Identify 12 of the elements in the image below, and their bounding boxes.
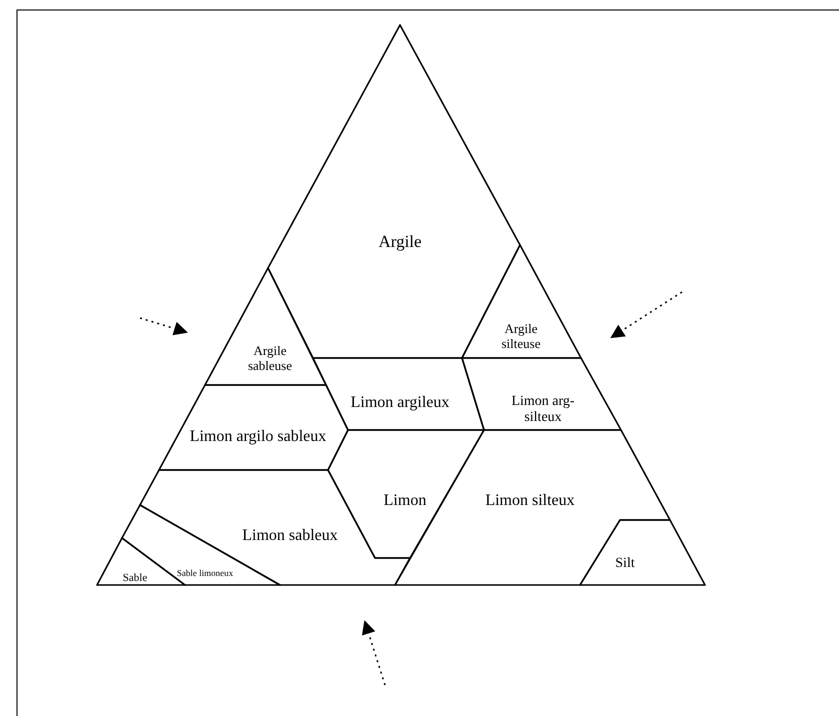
region-label: Limon arg-silteux: [510, 394, 576, 426]
region-label: Limon: [382, 492, 428, 510]
region-label: Limon argileux: [350, 394, 450, 412]
region-label: Sable: [122, 572, 148, 585]
region-label: Argile: [377, 232, 423, 252]
region-label: Sable limoneux: [176, 568, 234, 578]
region-label: Argile silteuse: [500, 322, 542, 352]
region-label: Limon argilo sableux: [188, 428, 328, 446]
region-label: Argile sableuse: [246, 344, 294, 374]
region-label: Limon silteux: [484, 492, 576, 510]
region-label: Limon sableux: [241, 527, 339, 546]
region-label: Silt: [614, 556, 636, 572]
